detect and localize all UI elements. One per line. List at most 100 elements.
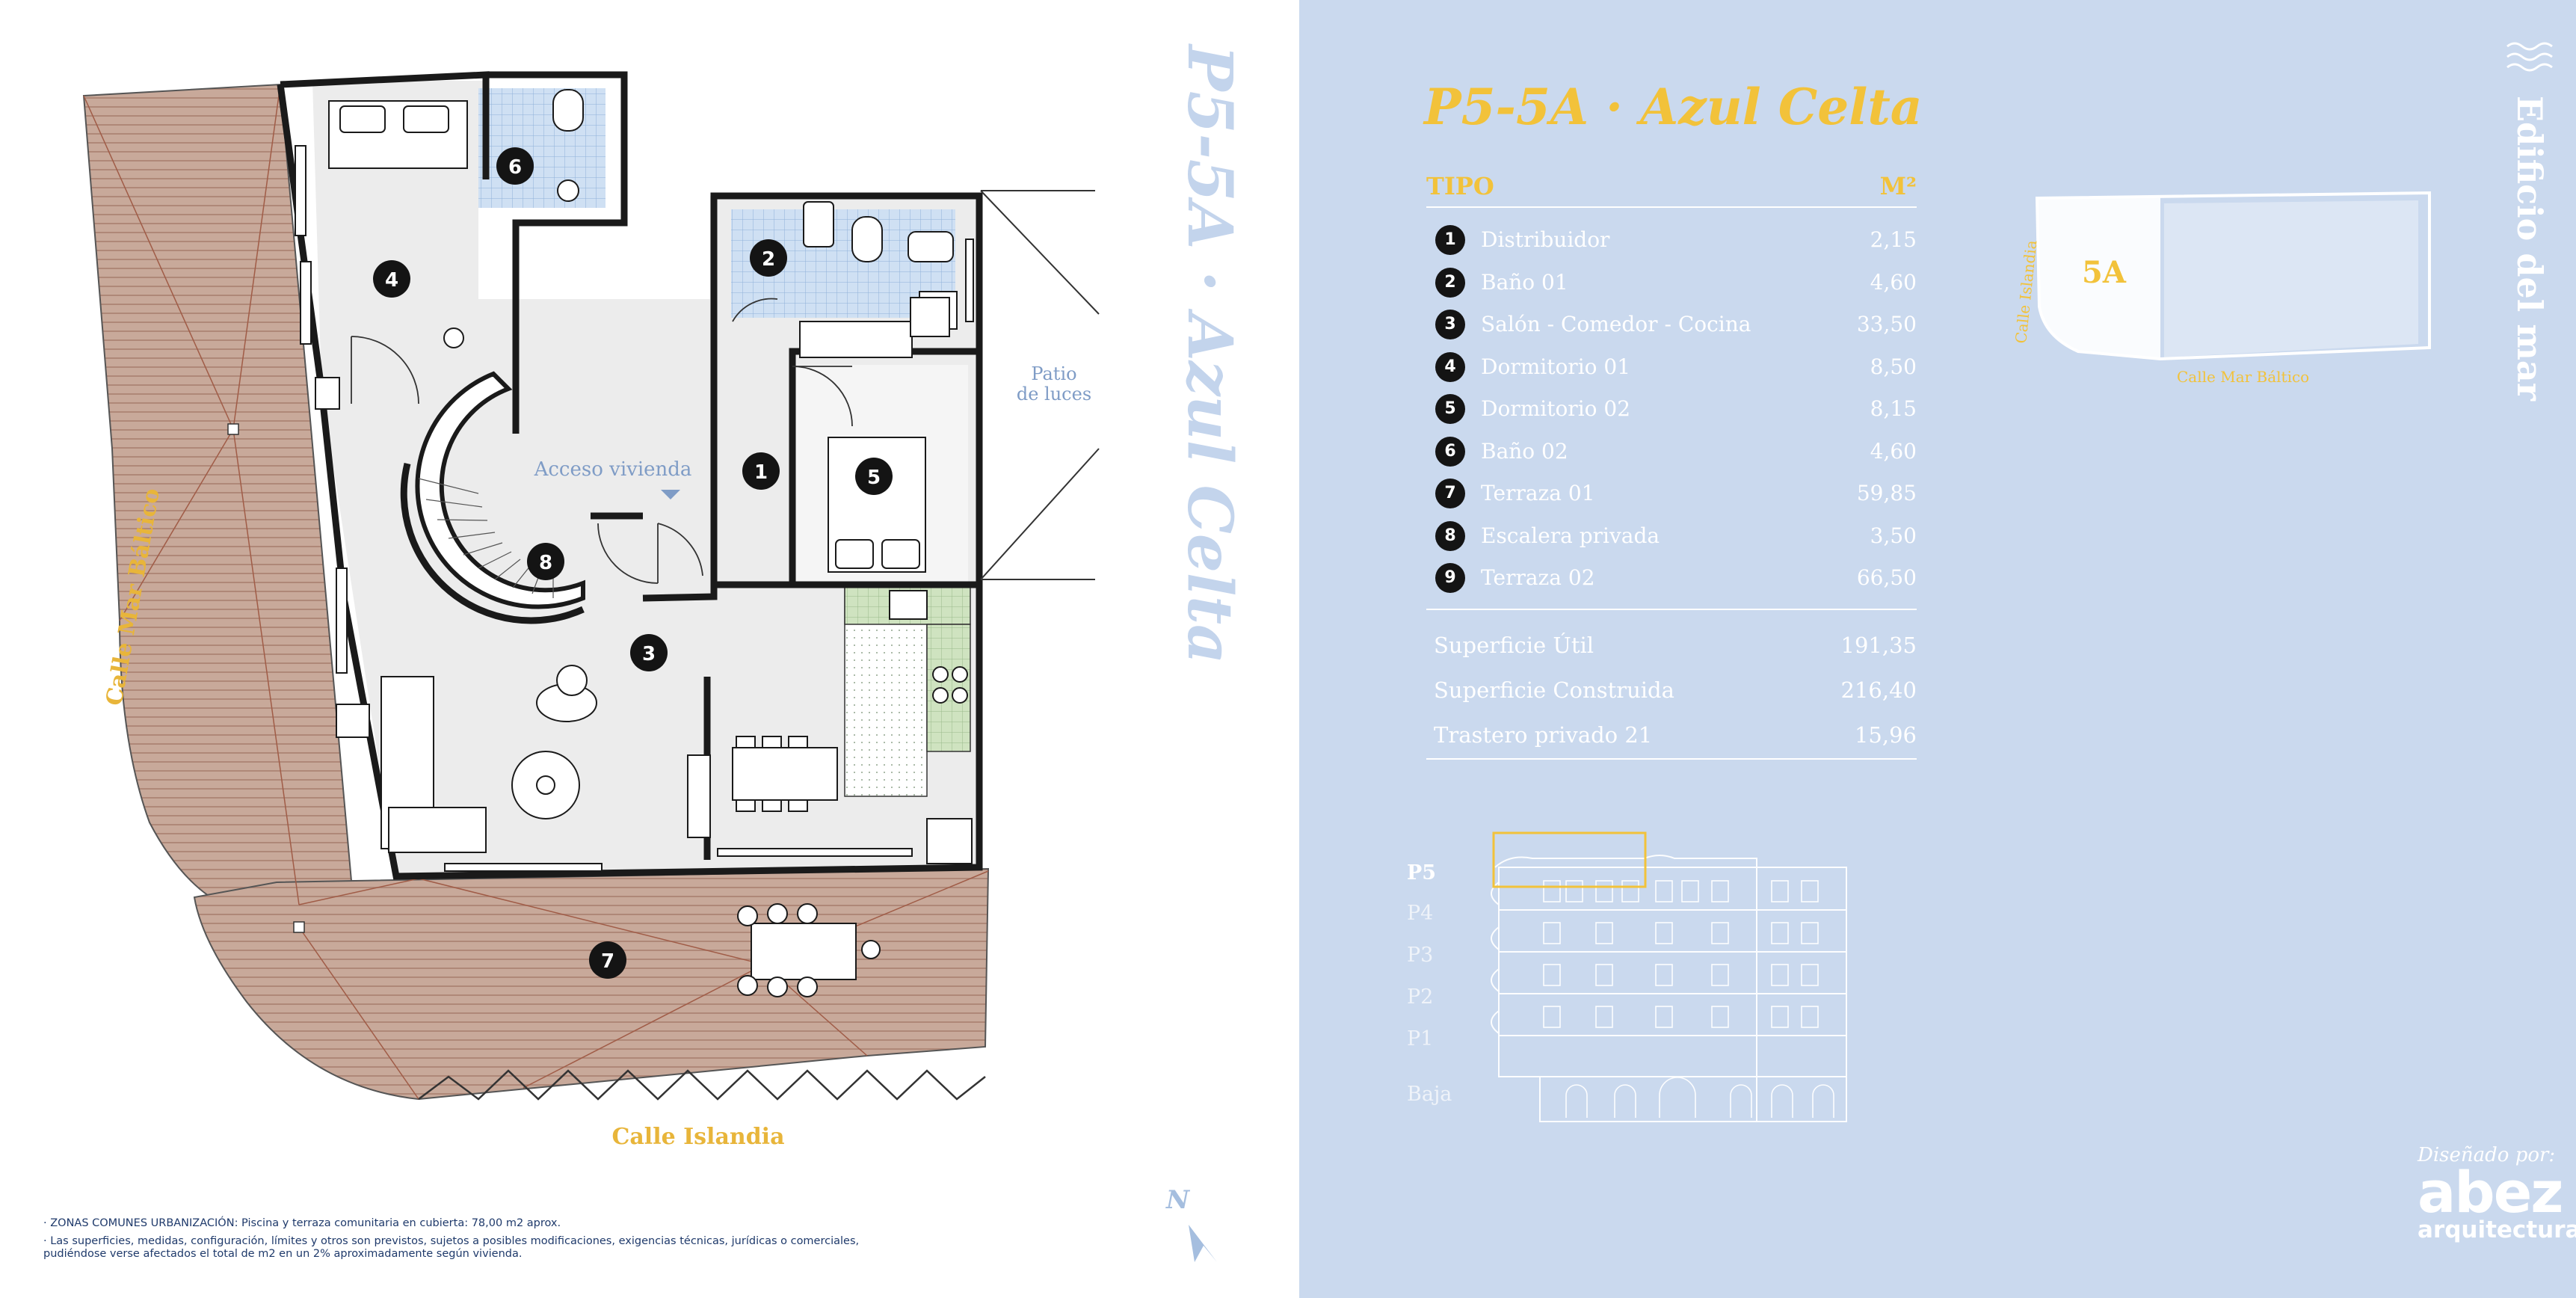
row-number: 2 bbox=[1435, 267, 1465, 298]
facade-edge bbox=[418, 1069, 986, 1101]
svg-text:2: 2 bbox=[762, 248, 775, 271]
bath-6-floor bbox=[478, 88, 606, 208]
unit-label: 5A bbox=[2082, 255, 2127, 290]
summary-value: 15,96 bbox=[1854, 722, 1917, 748]
svg-text:5: 5 bbox=[867, 467, 881, 489]
north-label: N bbox=[1165, 1187, 1191, 1215]
windows bbox=[295, 145, 974, 872]
room-markers: 1 2 3 4 5 6 7 8 bbox=[373, 147, 893, 979]
summary-value: 216,40 bbox=[1840, 677, 1917, 703]
svg-text:1: 1 bbox=[754, 461, 768, 484]
row-number: 4 bbox=[1435, 351, 1465, 382]
spiral-stair bbox=[400, 371, 585, 624]
room-marker-8: 8 bbox=[527, 543, 564, 580]
floor-label-p1: P1 bbox=[1407, 1027, 1433, 1051]
building-locator: 5A Calle Islandia Calle Mar Báltico bbox=[2003, 179, 2452, 396]
floor-label-p3: P3 bbox=[1407, 944, 1433, 967]
locator-street-bottom: Calle Mar Báltico bbox=[2177, 368, 2309, 386]
furniture bbox=[315, 89, 973, 997]
drains bbox=[227, 423, 305, 933]
summary-name: Superficie Construida bbox=[1434, 677, 1674, 703]
row-name: Dormitorio 01 bbox=[1481, 354, 1631, 379]
summary-name: Superficie Útil bbox=[1434, 633, 1594, 658]
floor-plan-panel: 1 2 3 4 5 6 7 8 Acceso vivienda Patio de… bbox=[43, 37, 1286, 1262]
credit-brand: abez bbox=[2418, 1159, 2563, 1225]
room-marker-1: 1 bbox=[742, 452, 780, 490]
row-name: Dormitorio 02 bbox=[1481, 396, 1631, 421]
waves-icon bbox=[2506, 42, 2553, 72]
credit-sub: arquitectura bbox=[2418, 1217, 2576, 1243]
svg-text:6: 6 bbox=[508, 156, 522, 179]
row-value: 4,60 bbox=[1870, 269, 1917, 295]
access-label: Acceso vivienda bbox=[534, 458, 692, 481]
patio bbox=[980, 190, 1100, 580]
terrace-7 bbox=[193, 867, 990, 1101]
row-number: 9 bbox=[1435, 563, 1465, 593]
row-name: Distribuidor bbox=[1481, 227, 1610, 252]
summary-row: Superficie Construida 216,40 bbox=[1426, 668, 1917, 713]
row-value: 2,15 bbox=[1870, 227, 1917, 252]
row-value: 66,50 bbox=[1856, 565, 1917, 590]
building-elevation: P5 P4 P3 P2 P1 Baja bbox=[1398, 822, 1966, 1129]
note-disclaimer: · Las superficies, medidas, configuració… bbox=[43, 1235, 860, 1247]
row-value: 33,50 bbox=[1856, 312, 1917, 336]
doors bbox=[351, 298, 972, 823]
notes: · ZONAS COMUNES URBANIZACIÓN: Piscina y … bbox=[43, 1217, 1165, 1261]
table-row: 4 Dormitorio 01 8,50 bbox=[1426, 347, 1917, 390]
building-other-units bbox=[2164, 200, 2418, 357]
row-number: 7 bbox=[1435, 479, 1465, 508]
room-marker-7: 7 bbox=[589, 941, 626, 979]
elevation-drawing bbox=[1491, 855, 1847, 1122]
row-name: Baño 02 bbox=[1481, 438, 1568, 464]
vertical-title: P5-5A · Azul Celta bbox=[1136, 37, 1286, 665]
note-disclaimer-cont: pudiéndose verse afectados el total de m… bbox=[43, 1248, 523, 1260]
floor-label-p5: P5 bbox=[1407, 861, 1436, 885]
row-value: 8,15 bbox=[1870, 396, 1917, 421]
kitchen-tiles-side bbox=[926, 624, 971, 752]
row-number: 1 bbox=[1435, 225, 1465, 255]
row-number: 8 bbox=[1435, 520, 1465, 551]
floor-label-baja: Baja bbox=[1407, 1083, 1452, 1106]
summary-value: 191,35 bbox=[1840, 633, 1917, 658]
locator-street-side: Calle Islandia bbox=[2012, 239, 2040, 345]
svg-text:8: 8 bbox=[539, 552, 552, 574]
designer-credit: Diseñado por: abez arquitectura bbox=[2418, 1144, 2576, 1243]
patio-label-1: Patio bbox=[1031, 363, 1076, 384]
summary-table: Superficie Útil 191,35 Superficie Constru… bbox=[1426, 624, 1917, 758]
room-marker-5: 5 bbox=[855, 458, 893, 495]
unit-title: P5-5A · Azul Celta bbox=[1424, 78, 1923, 136]
room-marker-6: 6 bbox=[496, 147, 534, 185]
row-value: 8,50 bbox=[1870, 354, 1917, 379]
summary-name: Trastero privado 21 bbox=[1434, 722, 1653, 748]
patio-label-2: de luces bbox=[1017, 384, 1091, 405]
north-arrow-icon bbox=[1189, 1225, 1217, 1262]
table-header: TIPO M² bbox=[1426, 169, 1917, 208]
unit-5a-shape bbox=[2037, 196, 2160, 359]
floor-label-p4: P4 bbox=[1407, 902, 1433, 925]
row-number: 6 bbox=[1435, 436, 1465, 467]
summary-row: Superficie Útil 191,35 bbox=[1426, 624, 1917, 668]
summary-row: Trastero privado 21 15,96 bbox=[1426, 713, 1917, 758]
column-type: TIPO bbox=[1426, 172, 1494, 200]
room-marker-3: 3 bbox=[630, 634, 668, 671]
unit-highlight bbox=[1492, 831, 1647, 888]
row-value: 3,50 bbox=[1870, 523, 1917, 548]
room-marker-4: 4 bbox=[373, 260, 410, 298]
note-common-areas: · ZONAS COMUNES URBANIZACIÓN: Piscina y … bbox=[43, 1217, 561, 1229]
table-row: 6 Baño 02 4,60 bbox=[1426, 431, 1917, 474]
row-value: 4,60 bbox=[1870, 438, 1917, 464]
info-panel bbox=[1299, 0, 2576, 1298]
room-marker-2: 2 bbox=[750, 239, 787, 277]
building-name-text: Edificio del mar bbox=[2509, 96, 2550, 402]
vertical-title-text: P5-5A · Azul Celta bbox=[1174, 43, 1245, 664]
row-number: 3 bbox=[1435, 310, 1465, 339]
table-divider bbox=[1426, 609, 1917, 610]
credit-by: Diseñado por: bbox=[2418, 1144, 2556, 1166]
